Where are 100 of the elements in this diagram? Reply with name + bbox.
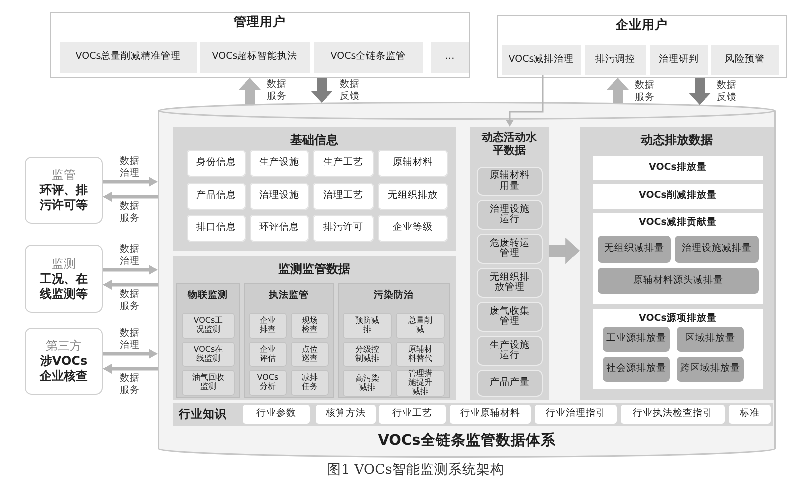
edge-label: 数据治理 xyxy=(119,328,141,351)
info-box: 产品信息 xyxy=(187,183,246,210)
arrow xyxy=(506,75,544,127)
info-box: 排口信息 xyxy=(187,215,246,242)
info-box: 原辅材料 xyxy=(378,150,448,177)
block-arrow xyxy=(689,78,711,106)
info-box: 高污染减排 xyxy=(343,370,392,397)
block-arrow xyxy=(239,78,261,105)
panel xyxy=(50,12,470,78)
arrow xyxy=(103,280,158,290)
edge-label: 数据反馈 xyxy=(716,80,738,103)
info-box: 企业等级 xyxy=(378,215,448,242)
edge-label: 数据服务 xyxy=(119,201,141,224)
edge-label: 数据反馈 xyxy=(339,79,361,102)
menu-item: 排污调控 xyxy=(585,45,646,75)
panel-title: 污染防治 xyxy=(373,290,415,302)
edge-label: 数据服务 xyxy=(266,79,288,102)
menu-item: … xyxy=(431,42,469,73)
menu-item: VOCs总量削减精准管理 xyxy=(60,42,197,73)
panel-title: 执法监管 xyxy=(268,290,310,302)
info-box: 治理设施减排量 xyxy=(675,236,759,263)
info-box: 行业原辅材料 xyxy=(450,405,531,424)
panel-title: 企业用户 xyxy=(615,17,669,32)
info-box: VOCs排放量 xyxy=(593,156,763,180)
info-box: 工业源排放量 xyxy=(603,327,670,352)
info-box: 治理设施运行 xyxy=(477,200,543,230)
menu-item: VOCs全链条监管 xyxy=(314,42,423,73)
panel-title: 动态排放数据 xyxy=(640,133,714,148)
edge-label: 数据治理 xyxy=(119,156,141,179)
info-box: 治理工艺 xyxy=(313,183,374,210)
panel-title: 物联监测 xyxy=(186,290,229,302)
info-box: 总量削减 xyxy=(396,313,445,339)
panel-title: 管理用户 xyxy=(233,14,287,29)
info-box: 身份信息 xyxy=(187,150,246,177)
info-box: 企业评估 xyxy=(249,342,287,367)
info-box: VOCs削减排放量 xyxy=(593,184,763,209)
info-box: 行业工艺 xyxy=(379,405,446,424)
info-box: 行业执法检查指引 xyxy=(621,405,725,424)
info-box: 原辅材料用量 xyxy=(477,167,543,196)
edge-label: 数据服务 xyxy=(119,373,141,396)
info-box: 企业排查 xyxy=(249,313,287,339)
source-box xyxy=(25,157,103,224)
info-box: VOCs在线监测 xyxy=(182,342,235,367)
group-panel xyxy=(338,283,450,398)
info-box: 原辅材料源头减排量 xyxy=(598,268,759,294)
block-arrow xyxy=(549,238,580,264)
info-box: 治理设施 xyxy=(250,183,309,210)
info-box: 无组织排放管理 xyxy=(477,268,543,298)
info-box: 油气回收监测 xyxy=(182,370,235,396)
panel xyxy=(497,15,787,78)
info-box: 危废转运管理 xyxy=(477,234,543,264)
info-box: 社会源排放量 xyxy=(603,357,670,382)
box-heading: 监测 xyxy=(52,256,76,272)
info-box: 生产工艺 xyxy=(313,150,374,177)
info-box: 现场检查 xyxy=(291,313,329,339)
info-box: 减排任务 xyxy=(291,370,329,396)
info-box: 跨区域排放量 xyxy=(677,357,744,382)
info-box: 行业参数 xyxy=(243,405,310,424)
panel-title: 监测监管数据 xyxy=(278,262,352,276)
info-box: 点位巡查 xyxy=(291,342,329,367)
band-title: 行业知识 xyxy=(179,406,227,423)
menu-item: VOCs超标智能执法 xyxy=(200,42,310,73)
info-box: 产品产量 xyxy=(477,370,543,397)
source-box xyxy=(25,328,103,395)
info-box: 生产设施运行 xyxy=(477,336,543,366)
info-box: 分级控制减排 xyxy=(343,342,392,367)
block-arrow xyxy=(311,78,333,104)
arrow xyxy=(103,265,158,275)
arrow xyxy=(103,349,158,359)
info-box: 区域排放量 xyxy=(677,327,744,352)
edge-label: 数据治理 xyxy=(119,244,141,267)
arrow xyxy=(103,192,158,202)
info-box: 无组织减排量 xyxy=(598,236,671,263)
panel xyxy=(470,127,549,400)
edge-label: 数据服务 xyxy=(119,289,141,312)
info-box: 生产设施 xyxy=(250,150,309,177)
box-heading: 监管 xyxy=(52,168,76,183)
panel-title: 动态活动水平数据 xyxy=(480,131,538,158)
block-arrow xyxy=(607,78,629,104)
panel xyxy=(173,127,456,251)
group-box xyxy=(593,309,763,389)
panel-title: VOCs源项排放量 xyxy=(638,313,718,324)
info-box: VOCs分析 xyxy=(249,370,287,396)
info-box: 排污许可 xyxy=(313,215,374,242)
info-box: 环评信息 xyxy=(250,215,309,242)
info-box: 行业治理指引 xyxy=(535,405,617,424)
info-box: VOCs工况监测 xyxy=(182,313,235,339)
group-panel xyxy=(244,283,334,398)
info-box: 核算方法 xyxy=(316,405,376,424)
caption: 图1 VOCs智能监测系统架构 xyxy=(326,461,506,479)
box-heading: 第三方 xyxy=(46,339,82,354)
info-box: 原辅材料替代 xyxy=(396,342,445,367)
panel xyxy=(173,256,456,400)
info-box: 管理措施提升减排 xyxy=(396,370,445,397)
panel xyxy=(580,127,774,400)
cylinder-title: VOCs全链条监管数据体系 xyxy=(377,432,557,450)
box-text: 工况、在线监测等 xyxy=(38,272,89,302)
info-box: 预防减排 xyxy=(343,313,392,339)
menu-item: VOCs减排治理 xyxy=(502,45,581,75)
panel-title: 基础信息 xyxy=(290,133,340,148)
